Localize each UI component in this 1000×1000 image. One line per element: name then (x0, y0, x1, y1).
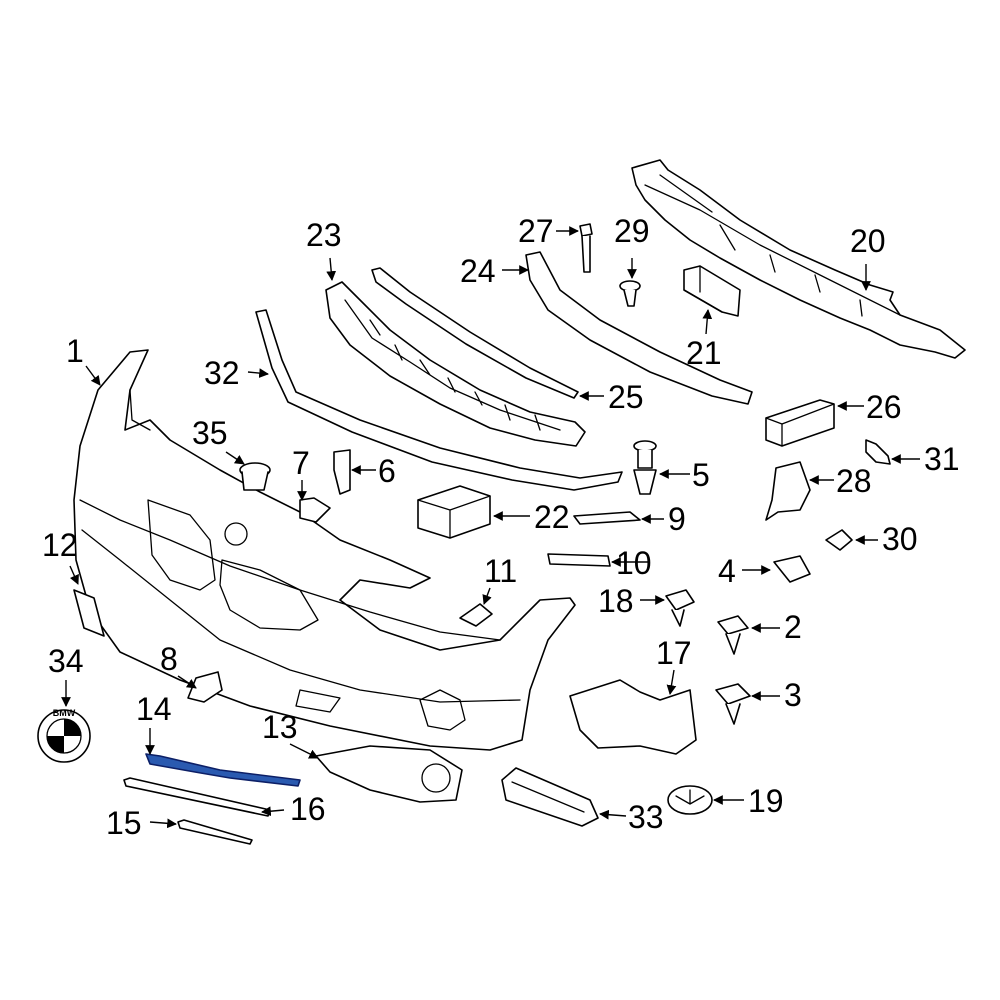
part-23-energy-absorber[interactable] (325, 281, 586, 447)
callout-9: 9 (668, 501, 686, 537)
callout-26: 26 (866, 389, 902, 425)
callout-27: 27 (518, 213, 554, 249)
callout-32: 32 (204, 355, 240, 391)
callout-34: 34 (48, 643, 84, 679)
leaders (61, 226, 920, 829)
callout-24: 24 (460, 253, 496, 289)
callout-14: 14 (136, 691, 172, 727)
part-26-bracket[interactable] (765, 399, 835, 447)
callout-22: 22 (534, 499, 570, 535)
part-3-screw[interactable] (715, 683, 751, 725)
callout-7: 7 (292, 445, 310, 481)
part-34-emblem[interactable]: BMW (37, 708, 91, 763)
callout-8: 8 (160, 641, 178, 677)
callout-6: 6 (378, 453, 396, 489)
part-1-bumper-cover[interactable] (73, 349, 576, 751)
callout-23: 23 (306, 217, 342, 253)
callouts: 1 2 3 4 5 6 7 8 9 10 11 12 13 14 15 16 1… (42, 213, 960, 841)
part-10-clip-strip[interactable] (547, 553, 611, 567)
callout-29: 29 (614, 213, 650, 249)
callout-28: 28 (836, 463, 872, 499)
part-24-absorber[interactable] (525, 251, 753, 405)
callout-13: 13 (262, 709, 298, 745)
emblem-text: BMW (53, 708, 76, 718)
callout-25: 25 (608, 379, 644, 415)
part-35-plug[interactable] (239, 462, 271, 491)
part-4-clip[interactable] (773, 555, 811, 583)
part-27-bolt[interactable] (579, 223, 593, 273)
part-14-air-deflector[interactable] (145, 753, 301, 787)
part-2-screw[interactable] (717, 615, 749, 655)
part-5-clip[interactable] (633, 440, 657, 495)
part-22-module[interactable] (417, 485, 491, 539)
part-7-bracket[interactable] (299, 497, 331, 523)
part-30-cap[interactable] (825, 529, 853, 551)
callout-31: 31 (924, 441, 960, 477)
callout-20: 20 (850, 223, 886, 259)
callout-33: 33 (628, 799, 664, 835)
part-21-bracket[interactable] (683, 265, 741, 317)
part-18-bolt[interactable] (665, 589, 695, 627)
callout-12: 12 (42, 527, 78, 563)
part-32-trim-strip[interactable] (255, 309, 623, 491)
callout-1: 1 (66, 333, 84, 369)
part-16-trim[interactable] (123, 777, 271, 817)
callout-2: 2 (784, 609, 802, 645)
callout-3: 3 (784, 677, 802, 713)
part-19-grommet[interactable] (667, 785, 713, 815)
part-33-air-duct[interactable] (501, 767, 599, 827)
part-13-grille[interactable] (315, 745, 463, 803)
callout-19: 19 (748, 783, 784, 819)
part-11-cover[interactable] (459, 603, 493, 627)
callout-16: 16 (290, 791, 326, 827)
callout-21: 21 (686, 335, 722, 371)
part-9-clip-strip[interactable] (573, 511, 641, 525)
callout-18: 18 (598, 583, 634, 619)
callout-15: 15 (106, 805, 142, 841)
part-31-bracket[interactable] (865, 439, 891, 465)
part-15-trim[interactable] (177, 819, 253, 845)
part-28-bracket[interactable] (765, 461, 811, 521)
callout-10: 10 (616, 545, 652, 581)
callout-30: 30 (882, 521, 918, 557)
callout-35: 35 (192, 415, 228, 451)
callout-5: 5 (692, 457, 710, 493)
part-29-clip[interactable] (619, 280, 641, 307)
part-6-bracket[interactable] (333, 449, 351, 495)
callout-4: 4 (718, 553, 736, 589)
part-12-cap[interactable] (73, 589, 105, 637)
part-25-absorber-strip[interactable] (371, 267, 579, 399)
part-17-wheel-liner[interactable] (569, 679, 697, 755)
callout-11: 11 (484, 553, 517, 589)
callout-17: 17 (656, 635, 692, 671)
part-20-bumper-reinforcement[interactable] (631, 159, 966, 359)
